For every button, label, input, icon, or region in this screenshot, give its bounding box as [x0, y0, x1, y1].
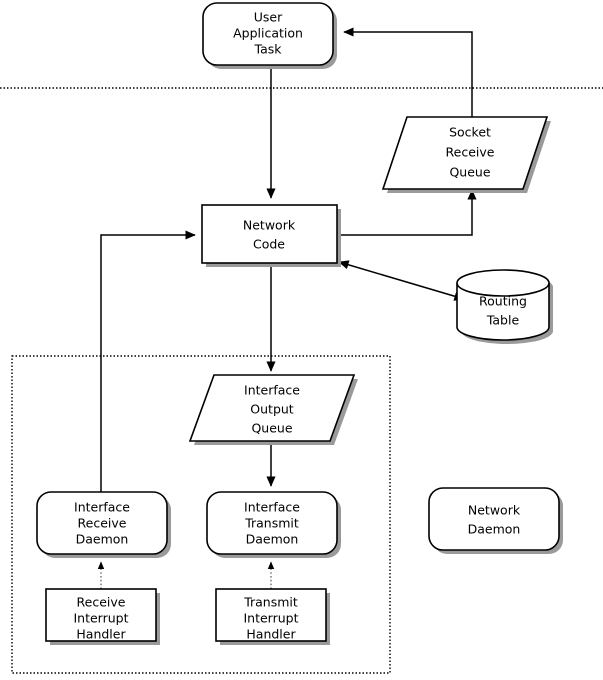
socket-receive-queue-label-3: Queue — [449, 165, 490, 180]
interface-output-queue-label-2: Output — [250, 402, 294, 417]
user-application-task-label-2: Application — [233, 26, 303, 41]
user-application-task-label-1: User — [254, 10, 283, 25]
network-daemon-group-boundary — [11, 355, 391, 674]
interface-transmit-daemon-label-1: Interface — [244, 500, 300, 515]
receive-interrupt-handler-label-1: Receive — [77, 595, 126, 610]
edge-socket-queue-to-user-app — [343, 27, 473, 117]
user-application-task-label-3: Task — [254, 42, 283, 57]
socket-receive-queue-label-2: Receive — [446, 145, 495, 160]
node-routing-table[interactable]: Routing Table — [456, 269, 553, 344]
node-network-code[interactable]: Network Code — [201, 204, 341, 267]
edge-interface-receive-daemon-to-network-code — [100, 230, 196, 492]
interface-receive-daemon-label-1: Interface — [74, 500, 130, 515]
edge-network-code-to-socket-queue — [337, 189, 477, 236]
receive-interrupt-handler-label-2: Interrupt — [73, 611, 128, 626]
interface-receive-daemon-label-3: Daemon — [76, 532, 129, 547]
network-daemon-label-2: Daemon — [468, 522, 521, 537]
node-interface-output-queue[interactable]: Interface Output Queue — [188, 374, 358, 445]
edge-network-code-routing-table — [338, 260, 465, 301]
node-socket-receive-queue[interactable]: Socket Receive Queue — [381, 116, 551, 193]
network-code-label-2: Code — [253, 237, 285, 252]
network-code-label-1: Network — [243, 218, 296, 233]
transmit-interrupt-handler-label-1: Transmit — [243, 595, 298, 610]
node-interface-receive-daemon[interactable]: Interface Receive Daemon — [36, 491, 171, 558]
node-user-application-task[interactable]: User Application Task — [202, 2, 337, 69]
receive-interrupt-handler-label-3: Handler — [76, 627, 126, 642]
interface-output-queue-label-3: Queue — [251, 421, 292, 436]
socket-receive-queue-label-1: Socket — [449, 125, 491, 140]
node-receive-interrupt-handler[interactable]: Receive Interrupt Handler — [45, 588, 160, 645]
interface-transmit-daemon-label-3: Daemon — [246, 532, 299, 547]
transmit-interrupt-handler-label-3: Handler — [246, 627, 296, 642]
node-network-daemon[interactable]: Network Daemon — [428, 487, 563, 554]
interface-transmit-daemon-label-2: Transmit — [244, 516, 299, 531]
transmit-interrupt-handler-label-2: Interrupt — [243, 611, 298, 626]
interface-output-queue-label-1: Interface — [244, 383, 300, 398]
routing-table-label-1: Routing — [479, 294, 527, 309]
node-interface-transmit-daemon[interactable]: Interface Transmit Daemon — [206, 491, 341, 558]
interface-receive-daemon-label-2: Receive — [78, 516, 127, 531]
network-daemon-label-1: Network — [468, 503, 521, 518]
routing-table-label-2: Table — [486, 313, 520, 328]
node-transmit-interrupt-handler[interactable]: Transmit Interrupt Handler — [215, 588, 330, 645]
